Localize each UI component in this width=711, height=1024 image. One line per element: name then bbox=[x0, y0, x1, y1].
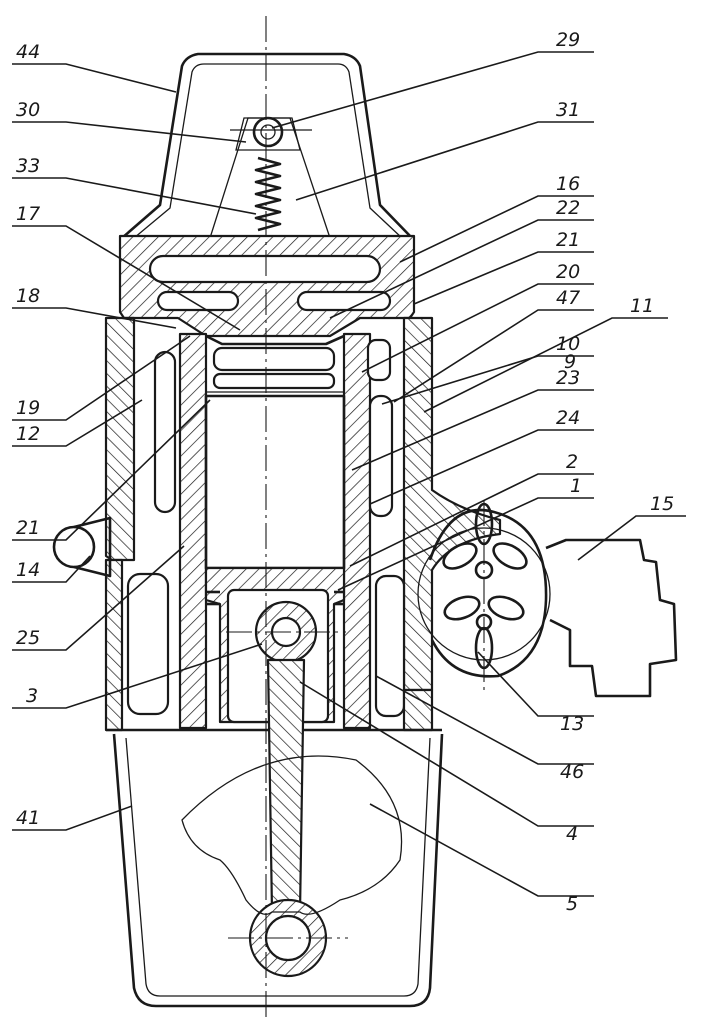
label-12: 12 bbox=[16, 423, 40, 445]
label-47: 47 bbox=[556, 287, 580, 309]
label-14: 14 bbox=[16, 559, 40, 581]
label-9: 9 bbox=[564, 351, 576, 373]
piston bbox=[204, 394, 346, 724]
label-10: 10 bbox=[556, 333, 580, 355]
label-41: 41 bbox=[16, 807, 40, 829]
label-44: 44 bbox=[16, 41, 40, 63]
label-20: 20 bbox=[556, 261, 580, 283]
label-33: 33 bbox=[16, 155, 40, 177]
label-4: 4 bbox=[566, 823, 578, 845]
label-11: 11 bbox=[630, 295, 654, 317]
label-15: 15 bbox=[650, 493, 674, 515]
label-21b: 21 bbox=[16, 517, 40, 539]
label-23: 23 bbox=[556, 367, 580, 389]
label-31: 31 bbox=[556, 99, 580, 121]
label-18: 18 bbox=[16, 285, 40, 307]
label-22: 22 bbox=[556, 197, 580, 219]
label-1: 1 bbox=[570, 475, 582, 497]
top-cap bbox=[121, 52, 413, 239]
crankcase bbox=[112, 733, 444, 1008]
label-21a: 21 bbox=[556, 229, 580, 251]
cylinder-head bbox=[118, 234, 416, 338]
label-19: 19 bbox=[16, 397, 40, 419]
label-17: 17 bbox=[16, 203, 40, 225]
side-boss bbox=[52, 516, 112, 578]
label-24: 24 bbox=[556, 407, 580, 429]
spring bbox=[254, 156, 282, 232]
leader-lines bbox=[12, 51, 686, 897]
label-3: 3 bbox=[26, 685, 38, 707]
reference-labels: 44 30 33 17 18 19 12 21 14 25 3 41 29 31… bbox=[16, 29, 674, 915]
label-13: 13 bbox=[560, 713, 584, 735]
valve-assembly bbox=[205, 334, 345, 393]
label-29: 29 bbox=[556, 29, 580, 51]
label-46: 46 bbox=[560, 761, 584, 783]
label-25: 25 bbox=[16, 627, 40, 649]
impeller-housing bbox=[417, 502, 678, 698]
label-30: 30 bbox=[16, 99, 40, 121]
label-16: 16 bbox=[556, 173, 580, 195]
cylinder-block bbox=[104, 316, 502, 732]
label-5: 5 bbox=[566, 893, 578, 915]
label-2: 2 bbox=[566, 451, 578, 473]
